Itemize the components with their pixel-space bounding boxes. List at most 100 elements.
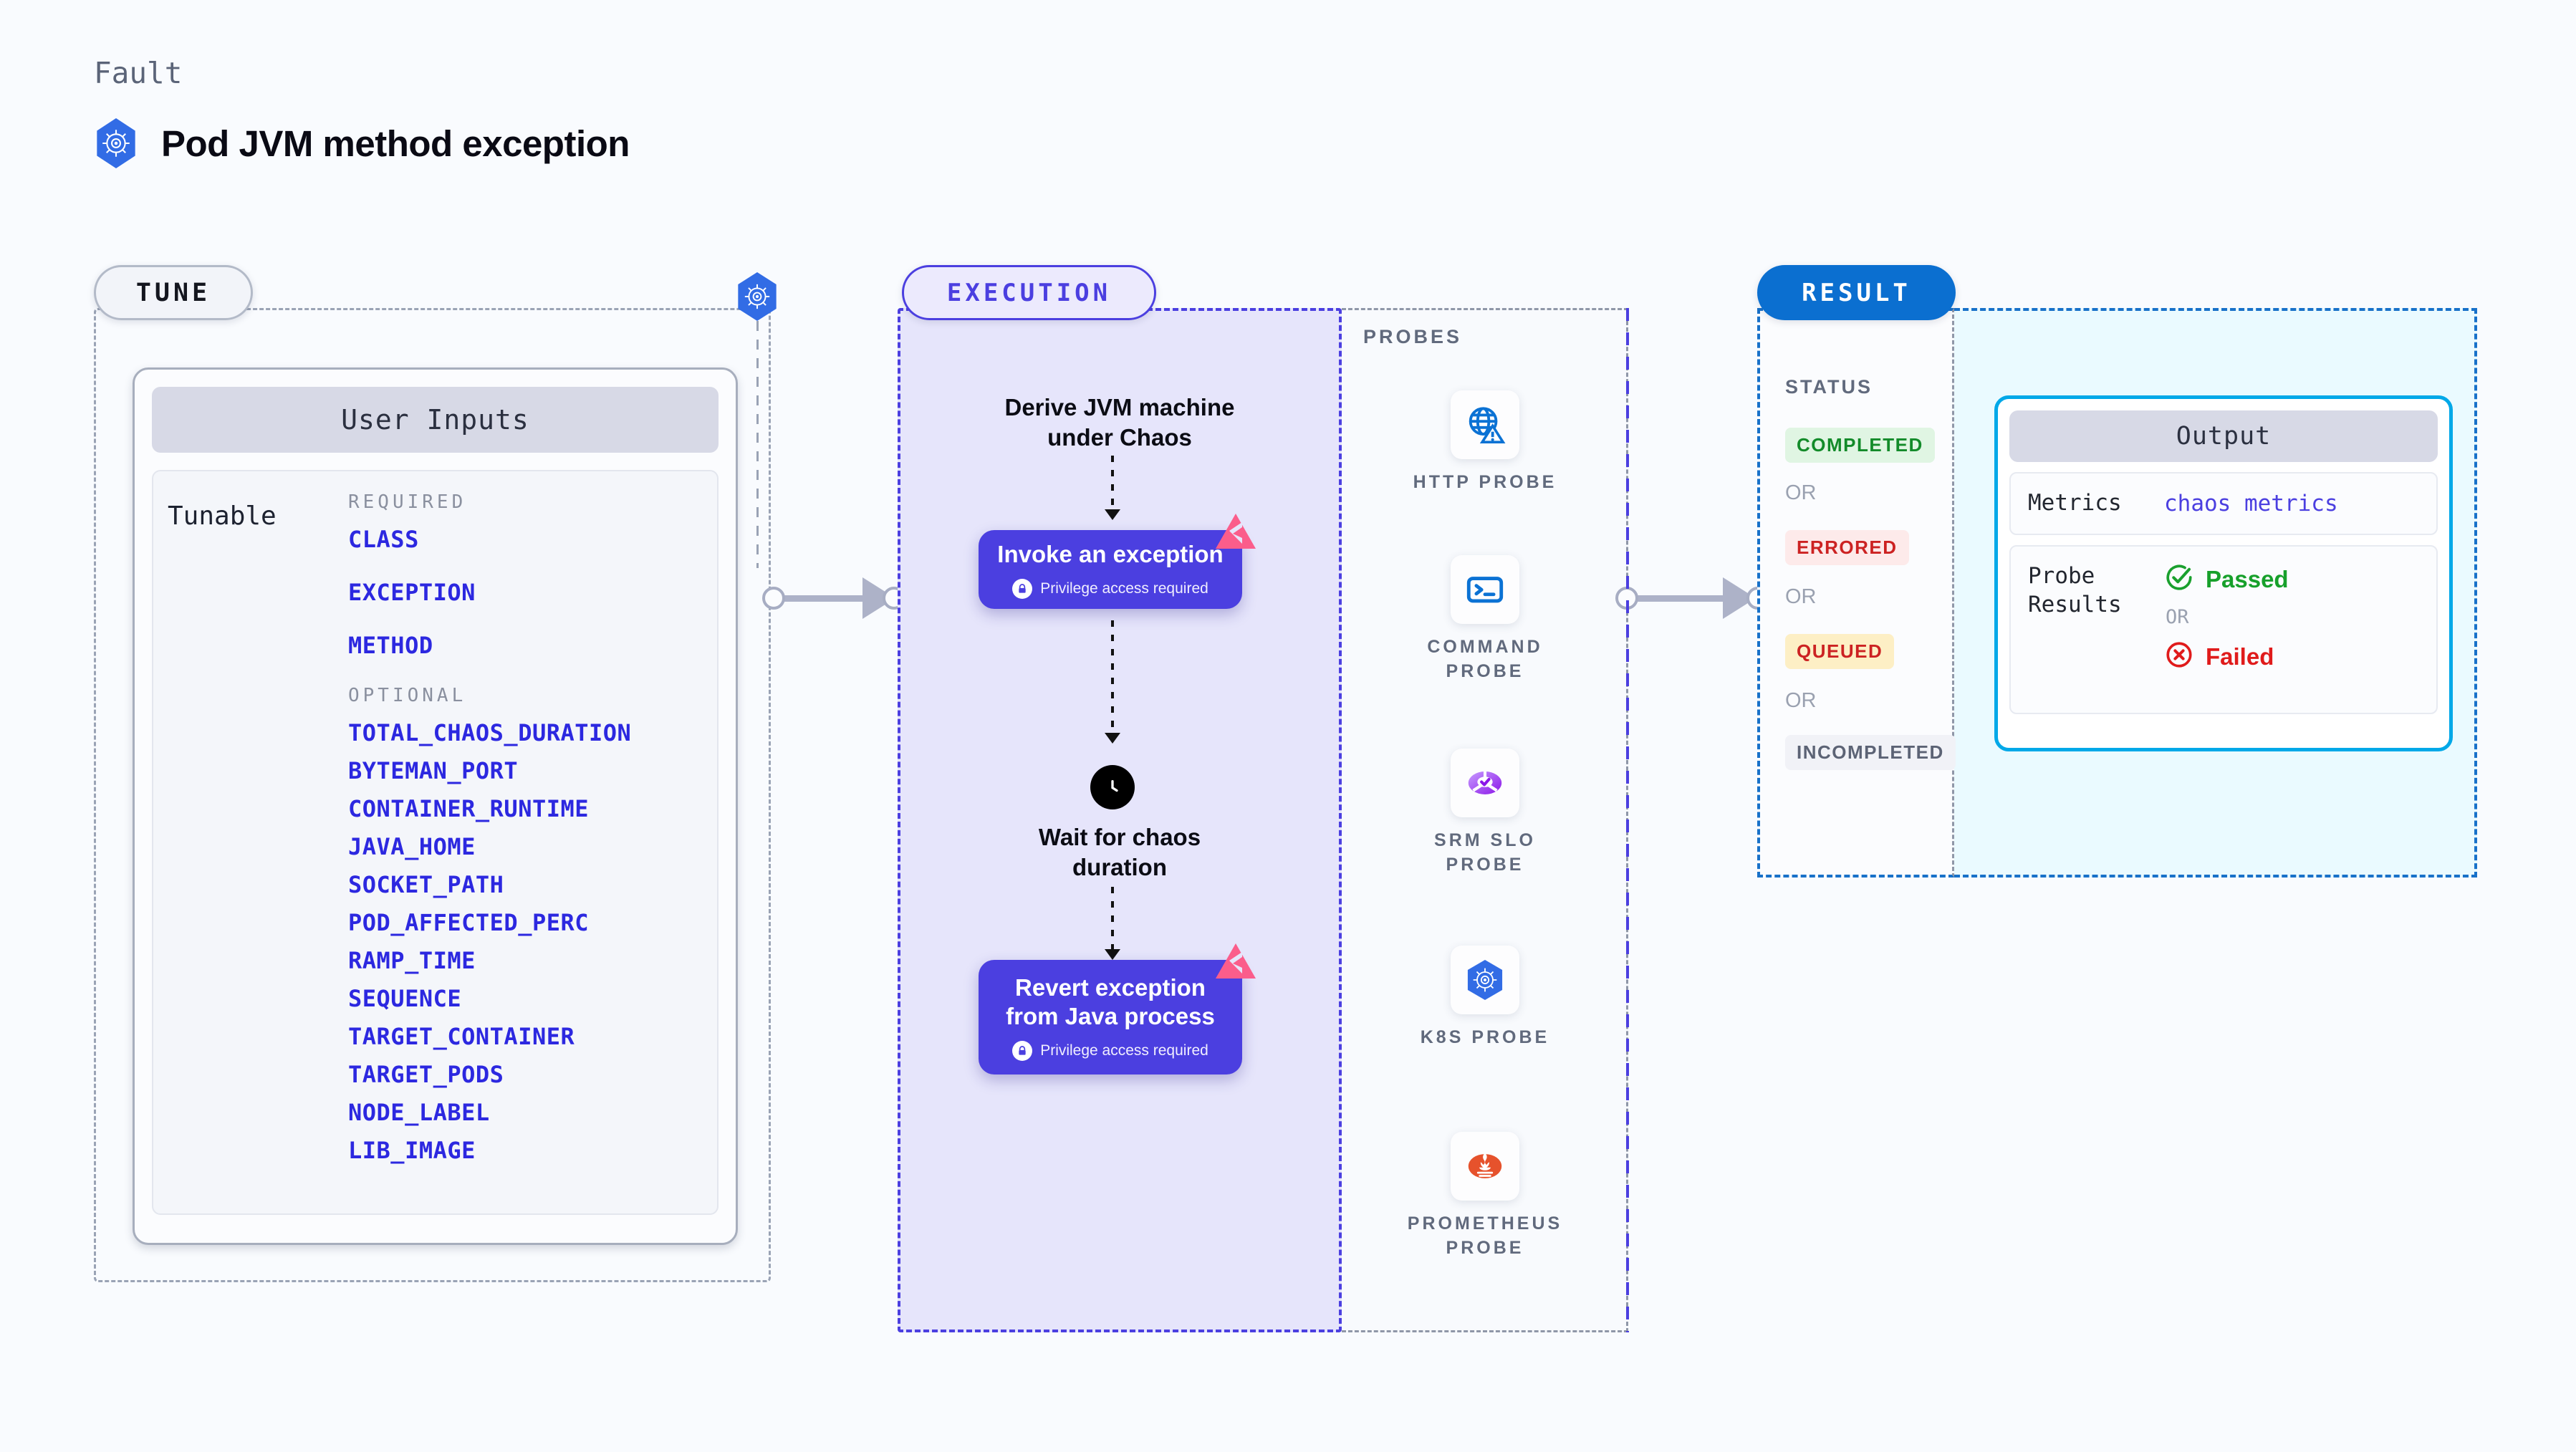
execution-card-revert-subtitle: Privilege access required bbox=[1040, 1042, 1208, 1059]
probe-item-k8s[interactable]: K8S PROBE bbox=[1342, 946, 1628, 1050]
probe-label-k8s: K8S PROBE bbox=[1420, 1027, 1550, 1047]
globe-warning-icon bbox=[1451, 390, 1519, 459]
probe-item-http[interactable]: HTTP PROBE bbox=[1342, 390, 1628, 495]
execution-arrow-1 bbox=[1105, 456, 1120, 520]
litmus-icon bbox=[1213, 511, 1258, 553]
tune-stage-pill[interactable]: TUNE bbox=[94, 265, 253, 320]
output-metrics-value[interactable]: chaos metrics bbox=[2164, 491, 2338, 516]
param-lib-image[interactable]: LIB_IMAGE bbox=[348, 1137, 476, 1164]
execution-card-invoke-subtitle-row: Privilege access required bbox=[1012, 578, 1208, 599]
status-badge-queued: QUEUED bbox=[1785, 634, 1895, 669]
status-or-1: OR bbox=[1785, 481, 1817, 504]
lock-icon bbox=[1012, 578, 1033, 599]
output-row-probe-results: Probe Results Passed OR bbox=[2009, 545, 2438, 714]
param-sequence[interactable]: SEQUENCE bbox=[348, 985, 462, 1012]
output-probe-failed-row: Failed bbox=[2164, 640, 2419, 673]
output-probe-passed-row: Passed bbox=[2164, 562, 2419, 596]
param-socket-path[interactable]: SOCKET_PATH bbox=[348, 871, 504, 898]
output-probe-results-values: Passed OR Failed bbox=[2164, 562, 2419, 697]
output-card-header: Output bbox=[2009, 410, 2438, 462]
clock-icon bbox=[1090, 765, 1135, 809]
status-badge-errored: ERRORED bbox=[1785, 530, 1909, 565]
prometheus-icon bbox=[1451, 1132, 1519, 1201]
execution-stage-container bbox=[898, 308, 1342, 1332]
status-badge-incompleted: INCOMPLETED bbox=[1785, 735, 1956, 770]
param-node-label[interactable]: NODE_LABEL bbox=[348, 1099, 490, 1126]
param-total-chaos-duration[interactable]: TOTAL_CHAOS_DURATION bbox=[348, 719, 632, 746]
fault-eyebrow-label: Fault bbox=[94, 56, 183, 90]
probes-title: PROBES bbox=[1363, 326, 1463, 347]
execution-card-revert-subtitle-row: Privilege access required bbox=[1012, 1040, 1208, 1061]
execution-card-invoke-exception[interactable]: Invoke an exception Privilege access req… bbox=[979, 514, 1256, 609]
output-probe-or: OR bbox=[2166, 606, 2189, 628]
tunable-params-panel: Tunable REQUIRED CLASS EXCEPTION METHOD … bbox=[152, 470, 719, 1215]
lock-icon bbox=[1012, 1040, 1033, 1061]
connector-start-dot bbox=[762, 587, 785, 610]
param-container-runtime[interactable]: CONTAINER_RUNTIME bbox=[348, 795, 590, 822]
user-inputs-card-header: User Inputs bbox=[152, 387, 719, 453]
status-title: STATUS bbox=[1785, 376, 1873, 398]
connector-line bbox=[774, 595, 874, 602]
terminal-icon bbox=[1451, 555, 1519, 624]
execution-card-invoke-title: Invoke an exception bbox=[997, 541, 1224, 568]
param-exception[interactable]: EXCEPTION bbox=[348, 579, 476, 606]
param-java-home[interactable]: JAVA_HOME bbox=[348, 833, 476, 860]
status-or-2: OR bbox=[1785, 585, 1817, 608]
output-probe-results-key-line2: Results bbox=[2028, 591, 2122, 617]
status-or-3: OR bbox=[1785, 689, 1817, 712]
x-circle-icon bbox=[2164, 640, 2194, 673]
result-stage-pill[interactable]: RESULT bbox=[1757, 265, 1956, 320]
connector-line bbox=[1627, 595, 1734, 602]
tune-kubernetes-connector-line bbox=[756, 321, 759, 568]
param-pod-affected-perc[interactable]: POD_AFFECTED_PERC bbox=[348, 909, 590, 936]
execution-stage-pill[interactable]: EXECUTION bbox=[902, 265, 1156, 320]
param-ramp-time[interactable]: RAMP_TIME bbox=[348, 947, 476, 974]
output-probe-results-key-line1: Probe bbox=[2028, 563, 2095, 589]
probes-right-edge bbox=[1626, 308, 1629, 1332]
param-byteman-port[interactable]: BYTEMAN_PORT bbox=[348, 757, 519, 784]
execution-arrow-3 bbox=[1105, 887, 1120, 960]
param-class[interactable]: CLASS bbox=[348, 526, 419, 553]
connector-tune-to-execution bbox=[762, 573, 905, 623]
param-target-pods[interactable]: TARGET_PODS bbox=[348, 1061, 504, 1088]
check-circle-icon bbox=[2164, 562, 2194, 596]
slo-donut-check-icon bbox=[1451, 749, 1519, 817]
tune-stage-container bbox=[94, 308, 771, 1282]
output-metrics-value-wrap: chaos metrics bbox=[2164, 491, 2419, 516]
output-probe-passed-label: Passed bbox=[2206, 565, 2289, 592]
probe-label-http: HTTP PROBE bbox=[1413, 472, 1557, 492]
kubernetes-icon bbox=[738, 272, 777, 321]
execution-arrow-2 bbox=[1105, 620, 1120, 744]
output-probe-failed-label: Failed bbox=[2206, 643, 2274, 670]
output-probe-results-key: Probe Results bbox=[2028, 562, 2164, 697]
page-title: Pod JVM method exception bbox=[161, 122, 630, 164]
kubernetes-icon bbox=[1451, 946, 1519, 1014]
connector-execution-to-result bbox=[1615, 573, 1769, 623]
output-row-metrics: Metrics chaos metrics bbox=[2009, 472, 2438, 535]
param-target-container[interactable]: TARGET_CONTAINER bbox=[348, 1023, 575, 1050]
tunable-label: Tunable bbox=[168, 501, 277, 531]
page-title-row: Pod JVM method exception bbox=[94, 118, 630, 168]
optional-group-title: OPTIONAL bbox=[348, 685, 467, 706]
status-badge-completed: COMPLETED bbox=[1785, 428, 1935, 463]
execution-card-invoke-subtitle: Privilege access required bbox=[1040, 580, 1208, 597]
output-card: Output Metrics chaos metrics Probe Resul… bbox=[1994, 395, 2453, 751]
param-method[interactable]: METHOD bbox=[348, 632, 433, 659]
output-metrics-key: Metrics bbox=[2028, 490, 2122, 516]
litmus-icon bbox=[1213, 941, 1258, 983]
user-inputs-card: User Inputs Tunable REQUIRED CLASS EXCEP… bbox=[133, 367, 738, 1245]
tunable-param-list: REQUIRED CLASS EXCEPTION METHOD OPTIONAL… bbox=[348, 491, 717, 1213]
required-group-title: REQUIRED bbox=[348, 491, 467, 513]
